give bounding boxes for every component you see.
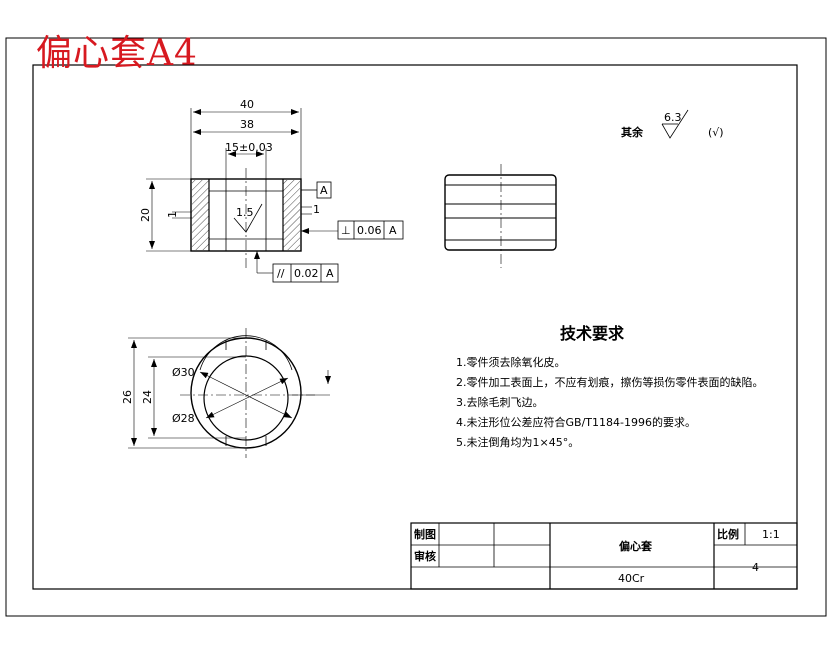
svg-text:A: A xyxy=(320,184,328,197)
perp-datum: A xyxy=(389,224,397,237)
title-block: 制图 审核 偏心套 40Cr 比例 1:1 4 xyxy=(410,522,798,590)
check-label: 审核 xyxy=(414,549,436,563)
material: 40Cr xyxy=(618,572,645,585)
side-view xyxy=(444,164,557,268)
dim-38: 38 xyxy=(240,118,254,131)
perp-symbol: ⊥ xyxy=(341,224,351,237)
par-symbol: // xyxy=(277,267,285,280)
part-name: 偏心套 xyxy=(619,539,653,553)
inner-frame xyxy=(32,64,798,590)
sheet-no: 4 xyxy=(752,561,759,574)
circle-view: Ø30 Ø28 xyxy=(172,328,331,458)
stamp-title: 偏心套A4 xyxy=(36,33,198,74)
drawn-label: 制图 xyxy=(414,527,436,541)
tech-item-2: 2.零件加工表面上，不应有划痕，擦伤等损伤零件表面的缺陷。 xyxy=(456,375,764,389)
circle-dimensions: 26 24 xyxy=(121,337,246,449)
scale-value: 1:1 xyxy=(762,528,780,541)
front-section-view: 1.5 1 xyxy=(172,168,320,270)
outer-border xyxy=(5,37,827,617)
surface-roughness-value: 6.3 xyxy=(664,111,682,124)
height-dimension: 20 1 xyxy=(139,178,191,252)
tech-title: 技术要求 xyxy=(560,324,625,343)
surface-note: 其余 6.3 (√) xyxy=(621,109,724,139)
dim-15: 15±0.03 xyxy=(225,141,273,154)
surface-paren: (√) xyxy=(708,126,724,139)
dia-28-label: Ø28 xyxy=(172,412,195,425)
par-datum: A xyxy=(326,267,334,280)
roughness-inner-label: 1.5 xyxy=(236,206,254,219)
perp-value: 0.06 xyxy=(357,224,382,237)
perpendicularity-frame: ⊥ 0.06 A xyxy=(301,220,404,240)
par-value: 0.02 xyxy=(294,267,319,280)
step-dim-label: 1 xyxy=(313,203,320,216)
surface-note-label: 其余 xyxy=(621,125,644,139)
dia-30-label: Ø30 xyxy=(172,366,195,379)
datum-a: A xyxy=(301,181,332,199)
dim-20: 20 xyxy=(139,208,152,222)
tech-item-4: 4.未注形位公差应符合GB/T1184-1996的要求。 xyxy=(456,415,696,429)
dim-offset-1: 1 xyxy=(166,211,179,218)
top-dimensions: 40 38 15±0.03 xyxy=(190,98,302,179)
tech-item-3: 3.去除毛刺飞边。 xyxy=(456,395,544,409)
dim-40: 40 xyxy=(240,98,254,111)
tech-requirements: 技术要求 1.零件须去除氧化皮。 2.零件加工表面上，不应有划痕，擦伤等损伤零件… xyxy=(456,324,764,449)
tech-item-5: 5.未注倒角均为1×45°。 xyxy=(456,435,579,449)
tech-item-1: 1.零件须去除氧化皮。 xyxy=(456,355,566,369)
scale-label: 比例 xyxy=(717,527,739,541)
dim-26: 26 xyxy=(121,390,134,404)
dim-24: 24 xyxy=(141,390,154,404)
parallelism-frame: // 0.02 A xyxy=(254,251,339,283)
